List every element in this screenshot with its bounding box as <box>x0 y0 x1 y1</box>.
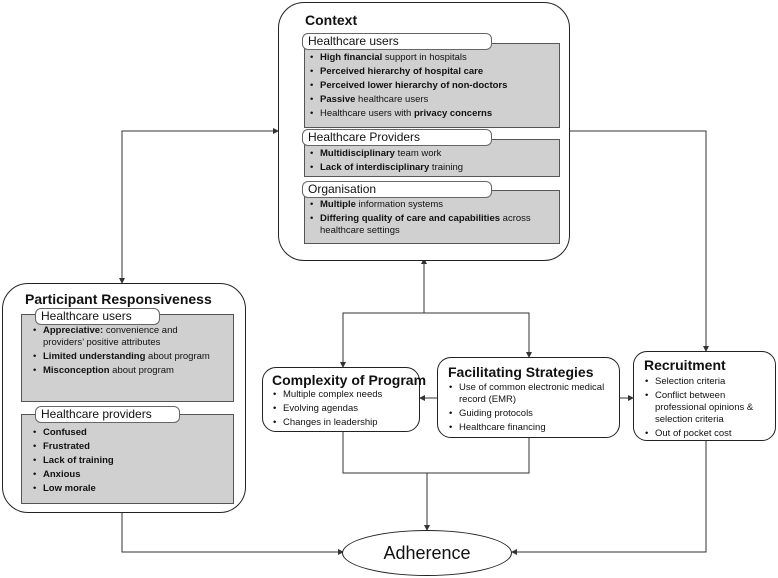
bullet-item: Limited understanding about program <box>32 351 217 363</box>
bullet-item: Confused <box>32 427 233 439</box>
facilitating-title: Facilitating Strategies <box>448 364 594 380</box>
context-group-organisation: Multiple information systemsDiffering qu… <box>304 190 560 244</box>
facilitating-box: Facilitating Strategies Use of common el… <box>437 357 620 438</box>
context-organisation-list: Multiple information systemsDiffering qu… <box>309 199 559 237</box>
bullet-item: Appreciative: convenience and providers’… <box>32 325 217 349</box>
bullet-item: Multiple complex needs <box>272 389 382 401</box>
recruitment-box: Recruitment Selection criteriaConflict b… <box>633 351 776 441</box>
bullet-item: Healthcare financing <box>448 422 608 434</box>
context-organisation-label: Organisation <box>302 181 492 198</box>
participant-group-providers: ConfusedFrustratedLack of trainingAnxiou… <box>21 414 234 504</box>
bullet-item: Differing quality of care and capabiliti… <box>309 213 559 237</box>
participant-providers-list: ConfusedFrustratedLack of trainingAnxiou… <box>32 427 233 495</box>
bullet-item: Multiple information systems <box>309 199 559 211</box>
bullet-item: Misconception about program <box>32 365 217 377</box>
participant-users-list: Appreciative: convenience and providers’… <box>32 325 217 377</box>
complexity-title: Complexity of Program <box>272 372 427 388</box>
context-group-users: High financial support in hospitalsPerce… <box>304 43 560 128</box>
complexity-list: Multiple complex needsEvolving agendasCh… <box>272 389 382 431</box>
context-users-label: Healthcare users <box>302 33 492 50</box>
bullet-item: Use of common electronic medical record … <box>448 382 608 406</box>
bullet-item: Multidisciplinary team work <box>309 148 559 160</box>
participant-box: Participant Responsiveness Appreciative:… <box>2 283 246 513</box>
participant-group-users: Appreciative: convenience and providers’… <box>21 314 234 402</box>
bullet-item: Lack of training <box>32 455 233 467</box>
bullet-item: Passive healthcare users <box>309 94 559 106</box>
facilitating-list: Use of common electronic medical record … <box>448 382 608 436</box>
bullet-item: Selection criteria <box>644 376 772 388</box>
adherence-label: Adherence <box>383 542 471 563</box>
participant-title: Participant Responsiveness <box>25 291 212 307</box>
bullet-item: Low morale <box>32 483 233 495</box>
recruitment-list: Selection criteriaConflict between profe… <box>644 376 772 442</box>
context-users-list: High financial support in hospitalsPerce… <box>309 52 559 120</box>
bullet-item: Lack of interdisciplinary training <box>309 162 559 174</box>
context-providers-label: Healthcare Providers <box>302 129 492 146</box>
bullet-item: Evolving agendas <box>272 403 382 415</box>
complexity-box: Complexity of Program Multiple complex n… <box>262 367 426 432</box>
participant-users-label: Healthcare users <box>35 308 160 325</box>
bullet-item: Changes in leadership <box>272 417 382 429</box>
bullet-item: Perceived hierarchy of hospital care <box>309 66 559 78</box>
bullet-item: Frustrated <box>32 441 233 453</box>
context-box: Context High financial support in hospit… <box>278 2 570 261</box>
bullet-item: Conflict between professional opinions &… <box>644 390 772 426</box>
bullet-item: Guiding protocols <box>448 408 608 420</box>
bullet-item: Out of pocket cost <box>644 428 772 440</box>
recruitment-title: Recruitment <box>644 357 726 373</box>
bullet-item: Perceived lower hierarchy of non-doctors <box>309 80 559 92</box>
bullet-item: Healthcare users with privacy concerns <box>309 108 559 120</box>
participant-providers-label: Healthcare providers <box>35 406 180 423</box>
adherence-ellipse: Adherence <box>342 530 512 576</box>
bullet-item: Anxious <box>32 469 233 481</box>
bullet-item: High financial support in hospitals <box>309 52 559 64</box>
context-title: Context <box>305 12 358 28</box>
context-providers-list: Multidisciplinary team workLack of inter… <box>309 148 559 174</box>
